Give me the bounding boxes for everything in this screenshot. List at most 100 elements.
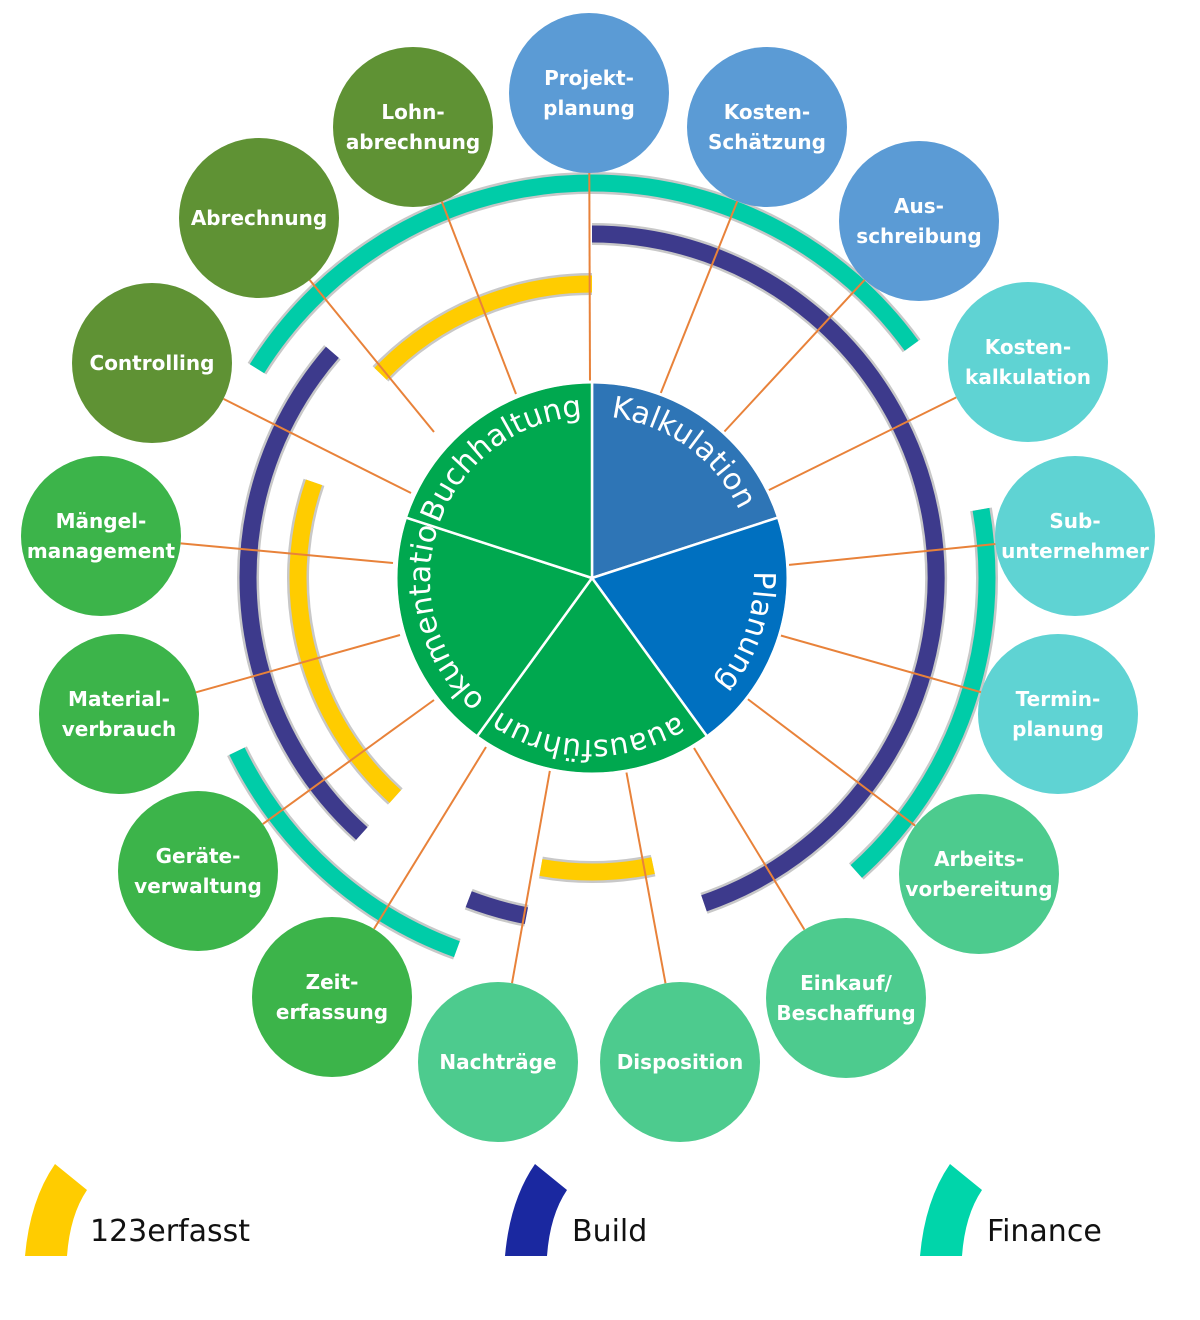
module-kostenschaetzung[interactable]: Kosten- Schätzung xyxy=(687,47,847,207)
legend-item-finance: Finance xyxy=(920,1164,1102,1256)
module-terminplanung[interactable]: Termin-planung xyxy=(978,634,1138,794)
connector-subunternehmer xyxy=(787,543,996,566)
module-geraeteverwaltung-label-0: Geräte- xyxy=(156,844,241,868)
module-subunternehmer-label-1: unternehmer xyxy=(1001,539,1149,563)
module-lohnabrechnung-circle xyxy=(333,47,493,207)
connector-disposition xyxy=(625,769,667,984)
module-maengelmanagement[interactable]: Mängel-management xyxy=(21,456,181,616)
module-subunternehmer[interactable]: Sub-unternehmer xyxy=(995,456,1155,616)
123erfasst-arc-7 xyxy=(539,857,655,881)
legend-swatch-finance xyxy=(920,1164,982,1256)
build-arc-3 xyxy=(591,225,945,912)
connector-nachtraege xyxy=(511,769,551,984)
module-arbeitsvorbereitung-label-1: vorbereitung xyxy=(905,877,1052,901)
module-einkauf[interactable]: Einkauf/Beschaffung xyxy=(766,918,926,1078)
module-ausschreibung-circle xyxy=(839,141,999,301)
module-arbeitsvorbereitung-circle xyxy=(899,794,1059,954)
module-zeiterfassung-label-1: erfassung xyxy=(276,1000,388,1024)
module-maengelmanagement-label-1: management xyxy=(27,539,176,563)
finance-arc-1 xyxy=(850,507,996,878)
legend-label-build: Build xyxy=(572,1214,647,1249)
connector-arbeitsvorbereitung xyxy=(744,696,916,827)
module-kostenkalkulation-label-0: Kosten- xyxy=(985,335,1071,359)
123erfasst-arc-8 xyxy=(289,479,401,803)
module-kostenkalkulation-label-1: kalkulation xyxy=(965,365,1091,389)
legend-item-build: Build xyxy=(505,1164,647,1256)
module-projektplanung[interactable]: Projekt-planung xyxy=(509,13,669,173)
module-maengelmanagement-circle xyxy=(21,456,181,616)
module-terminplanung-label-1: planung xyxy=(1012,717,1104,741)
module-projektplanung-label-1: planung xyxy=(543,96,635,120)
connector-materialverbrauch xyxy=(195,634,401,694)
module-kostenschaetzung-circle xyxy=(687,47,847,207)
module-einkauf-label-0: Einkauf/ xyxy=(800,971,892,995)
module-terminplanung-circle xyxy=(978,634,1138,794)
module-controlling-label-0: Controlling xyxy=(90,351,215,375)
connector-kostenschaetzung xyxy=(659,200,739,396)
product-arcs xyxy=(227,171,998,960)
module-kostenschaetzung-label-1: Schätzung xyxy=(708,130,826,154)
module-arbeitsvorbereitung-label-0: Arbeits- xyxy=(934,847,1024,871)
module-materialverbrauch-label-0: Material- xyxy=(68,687,170,711)
module-zeiterfassung[interactable]: Zeit-erfassung xyxy=(252,917,412,1077)
module-abrechnung-label-0: Abrechnung xyxy=(191,206,327,230)
finance-arc-2 xyxy=(229,747,460,958)
module-ausschreibung[interactable]: Aus-schreibung xyxy=(839,141,999,301)
module-materialverbrauch-label-1: verbrauch xyxy=(62,717,176,741)
connector-zeiterfassung xyxy=(373,746,487,930)
build-arc-5 xyxy=(239,346,368,840)
module-subunternehmer-circle xyxy=(995,456,1155,616)
module-einkauf-circle xyxy=(766,918,926,1078)
connector-terminplanung xyxy=(778,634,982,694)
123erfasst-arc-6 xyxy=(374,275,593,380)
module-lohnabrechnung-label-1: abrechnung xyxy=(346,130,480,154)
module-geraeteverwaltung-circle xyxy=(118,791,278,951)
connector-controlling xyxy=(223,398,412,494)
module-zeiterfassung-label-0: Zeit- xyxy=(306,970,359,994)
legend-label-finance: Finance xyxy=(987,1214,1102,1249)
module-controlling-circle xyxy=(72,283,232,443)
legend-swatch-build xyxy=(505,1164,567,1256)
connector-lohnabrechnung xyxy=(440,201,517,395)
module-disposition-label-0: Disposition xyxy=(617,1050,744,1074)
module-kostenkalkulation[interactable]: Kosten-kalkulation xyxy=(948,282,1108,442)
module-terminplanung-label-0: Termin- xyxy=(1016,687,1101,711)
module-subunternehmer-label-0: Sub- xyxy=(1049,509,1100,533)
legend-label-123erfasst: 123erfasst xyxy=(90,1214,250,1249)
module-materialverbrauch-circle xyxy=(39,634,199,794)
module-ausschreibung-label-1: schreibung xyxy=(856,224,981,248)
connector-projektplanung xyxy=(588,172,591,383)
module-disposition-circle xyxy=(600,982,760,1142)
module-kostenschaetzung-label-0: Kosten- xyxy=(724,100,810,124)
module-materialverbrauch[interactable]: Material-verbrauch xyxy=(39,634,199,794)
connector-kostenkalkulation xyxy=(764,396,957,493)
connector-maengelmanagement xyxy=(180,542,394,564)
module-lohnabrechnung[interactable]: Lohn-abrechnung xyxy=(333,47,493,207)
module-nachtraege-circle xyxy=(418,982,578,1142)
module-projektplanung-circle xyxy=(509,13,669,173)
connector-abrechnung xyxy=(308,279,435,433)
legend-swatch-123erfasst xyxy=(25,1164,87,1256)
connector-geraeteverwaltung xyxy=(262,699,435,825)
module-nachtraege-label-0: Nachträge xyxy=(439,1050,556,1074)
module-controlling[interactable]: Controlling xyxy=(72,283,232,443)
legend: 123erfasst Build Finance xyxy=(25,1164,1102,1256)
module-geraeteverwaltung[interactable]: Geräte-verwaltung xyxy=(118,791,278,951)
module-zeiterfassung-circle xyxy=(252,917,412,1077)
module-einkauf-label-1: Beschaffung xyxy=(776,1001,915,1025)
module-maengelmanagement-label-0: Mängel- xyxy=(56,509,147,533)
module-abrechnung[interactable]: Abrechnung xyxy=(179,138,339,298)
connector-ausschreibung xyxy=(723,279,866,433)
module-lohnabrechnung-label-0: Lohn- xyxy=(381,100,444,124)
finance-arc-0 xyxy=(249,174,919,374)
module-disposition[interactable]: Disposition xyxy=(600,982,760,1142)
pie-rim xyxy=(394,380,790,776)
module-projektplanung-label-0: Projekt- xyxy=(544,66,634,90)
module-kostenkalkulation-circle xyxy=(948,282,1108,442)
module-ausschreibung-label-0: Aus- xyxy=(894,194,944,218)
module-nachtraege[interactable]: Nachträge xyxy=(418,982,578,1142)
connector-lines xyxy=(180,172,996,984)
module-arbeitsvorbereitung[interactable]: Arbeits-vorbereitung xyxy=(899,794,1059,954)
